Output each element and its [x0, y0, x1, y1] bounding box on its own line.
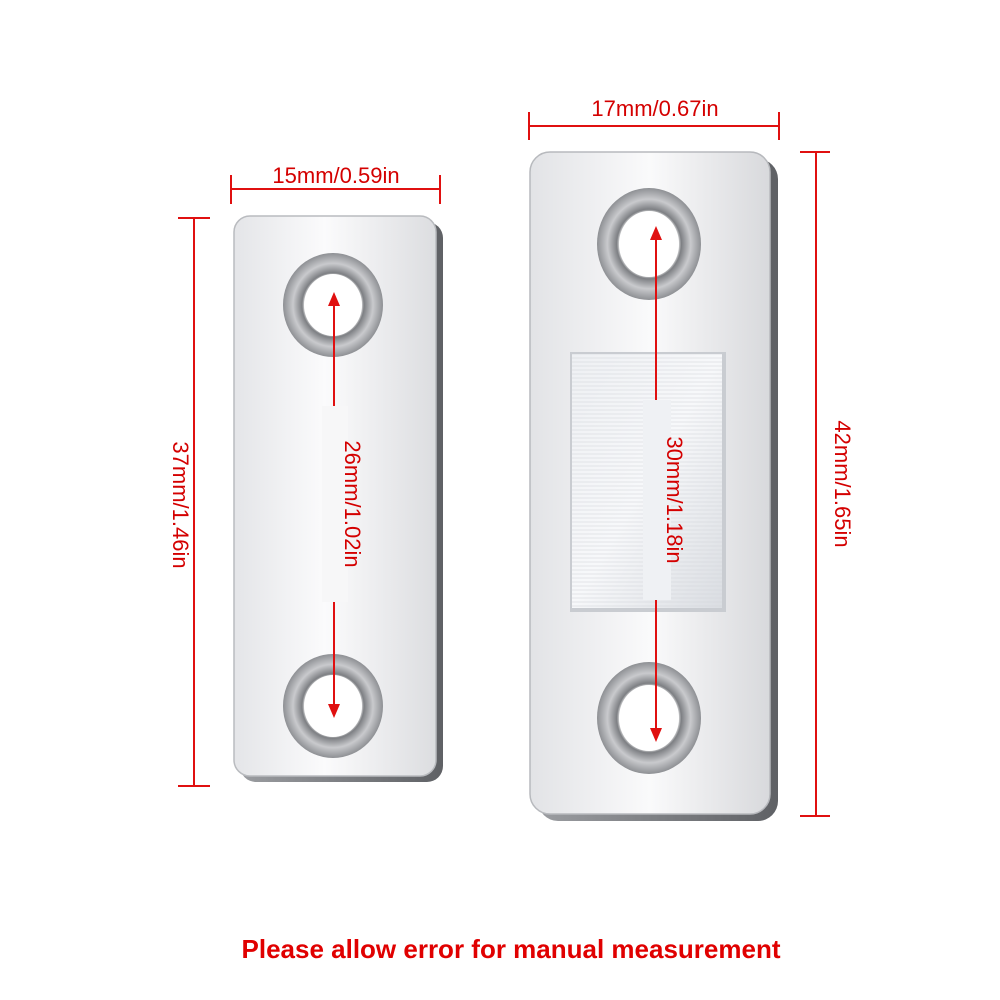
measurement-disclaimer: Please allow error for manual measuremen…	[242, 934, 781, 964]
right-spacing-label-backdrop	[643, 400, 671, 600]
right-spacing-arrow-down	[650, 728, 662, 742]
right-height-label: 42mm/1.65in	[830, 420, 855, 547]
left-hole-spacing-label: 26mm/1.02in	[340, 440, 365, 567]
right-bottom-hole-opening	[619, 685, 679, 751]
dimension-arrowheads	[328, 226, 662, 742]
right-top-hole-opening	[619, 211, 679, 277]
left-width-label: 15mm/0.59in	[272, 163, 399, 188]
right-width-label: 17mm/0.67in	[591, 96, 718, 121]
right-hole-spacing-label: 30mm/1.18in	[662, 436, 687, 563]
left-height-label: 37mm/1.46in	[168, 441, 193, 568]
right-spacing-arrow-up	[650, 226, 662, 240]
left-spacing-label-backdrop	[322, 406, 348, 602]
left-spacing-arrow-down	[328, 704, 340, 718]
left-spacing-arrow-up	[328, 292, 340, 306]
